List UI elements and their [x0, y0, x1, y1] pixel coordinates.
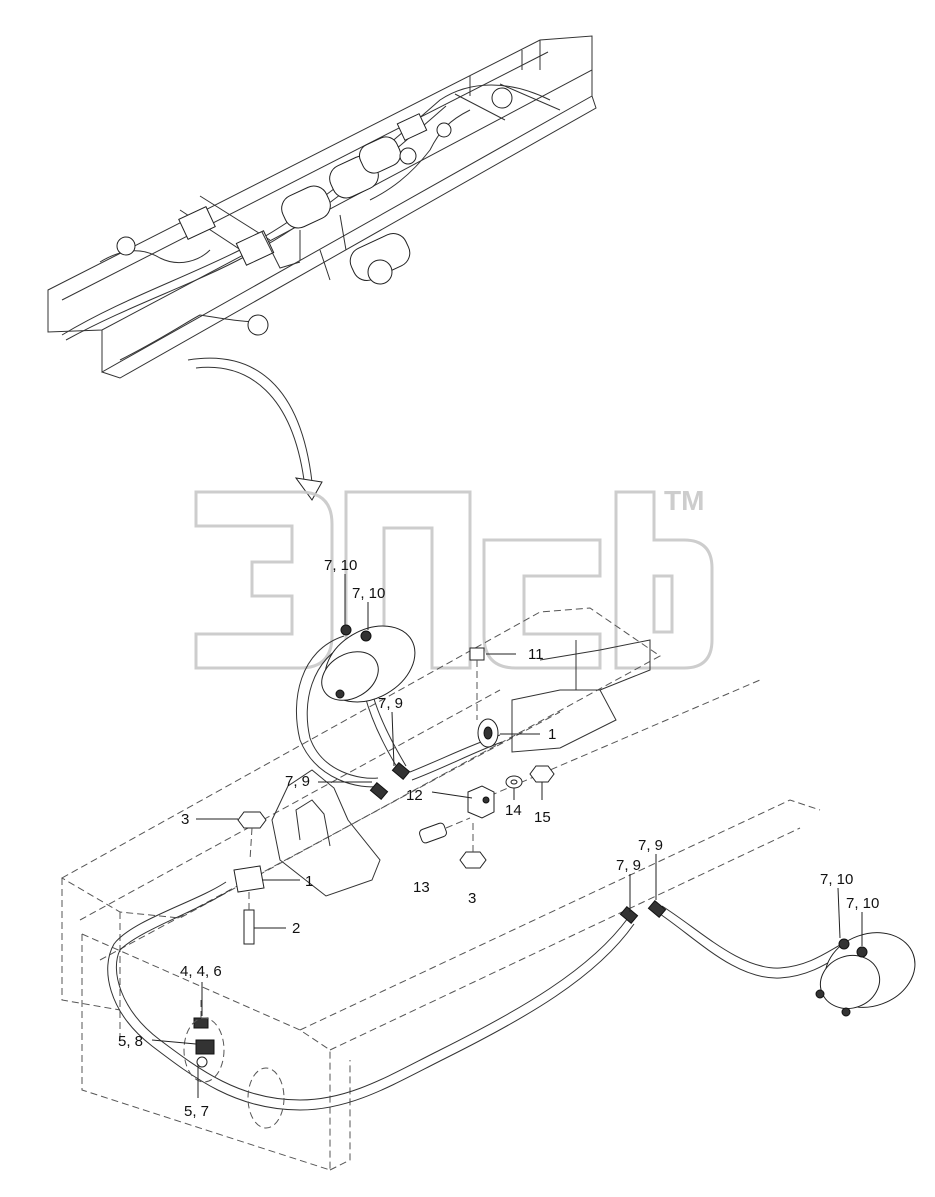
callout-15: 15 [534, 809, 551, 826]
callout-7-10-a: 7, 10 [324, 557, 357, 574]
callout-1-a: 1 [548, 726, 556, 743]
callout-labels: 7, 10 7, 10 11 1 7, 9 7, 9 12 14 15 3 1 … [118, 557, 879, 1120]
callout-13: 13 [413, 879, 430, 896]
callout-11: 11 [528, 646, 544, 663]
leader-lines [151, 574, 863, 1098]
callout-7-9-b: 7, 9 [285, 773, 310, 790]
callout-5-7: 5, 7 [184, 1103, 209, 1120]
lower-frame [60, 607, 821, 1171]
trademark-mark: TM [664, 485, 704, 516]
callout-7-10-c: 7, 10 [820, 871, 853, 888]
callout-7-10-d: 7, 10 [846, 895, 879, 912]
zoom-arrow [187, 357, 323, 501]
callout-2: 2 [292, 920, 300, 937]
brake-chamber-lower [815, 932, 916, 1017]
callout-7-9-c: 7, 9 [616, 857, 641, 874]
callout-4-4-6: 4, 4, 6 [180, 963, 222, 980]
callout-7-9-d: 7, 9 [638, 837, 663, 854]
watermark-logo: TM [194, 485, 714, 670]
callout-7-10-b: 7, 10 [352, 585, 385, 602]
callout-5-8: 5, 8 [118, 1033, 143, 1050]
chassis-overview [47, 35, 597, 379]
callout-14: 14 [505, 802, 522, 819]
callout-12: 12 [406, 787, 423, 804]
brake-chamber-upper [321, 624, 416, 703]
callout-1-b: 1 [305, 873, 313, 890]
callout-7-9-a: 7, 9 [378, 695, 403, 712]
small-parts [183, 647, 667, 1129]
callout-3-b: 3 [468, 890, 476, 907]
callout-3-a: 3 [181, 811, 189, 828]
